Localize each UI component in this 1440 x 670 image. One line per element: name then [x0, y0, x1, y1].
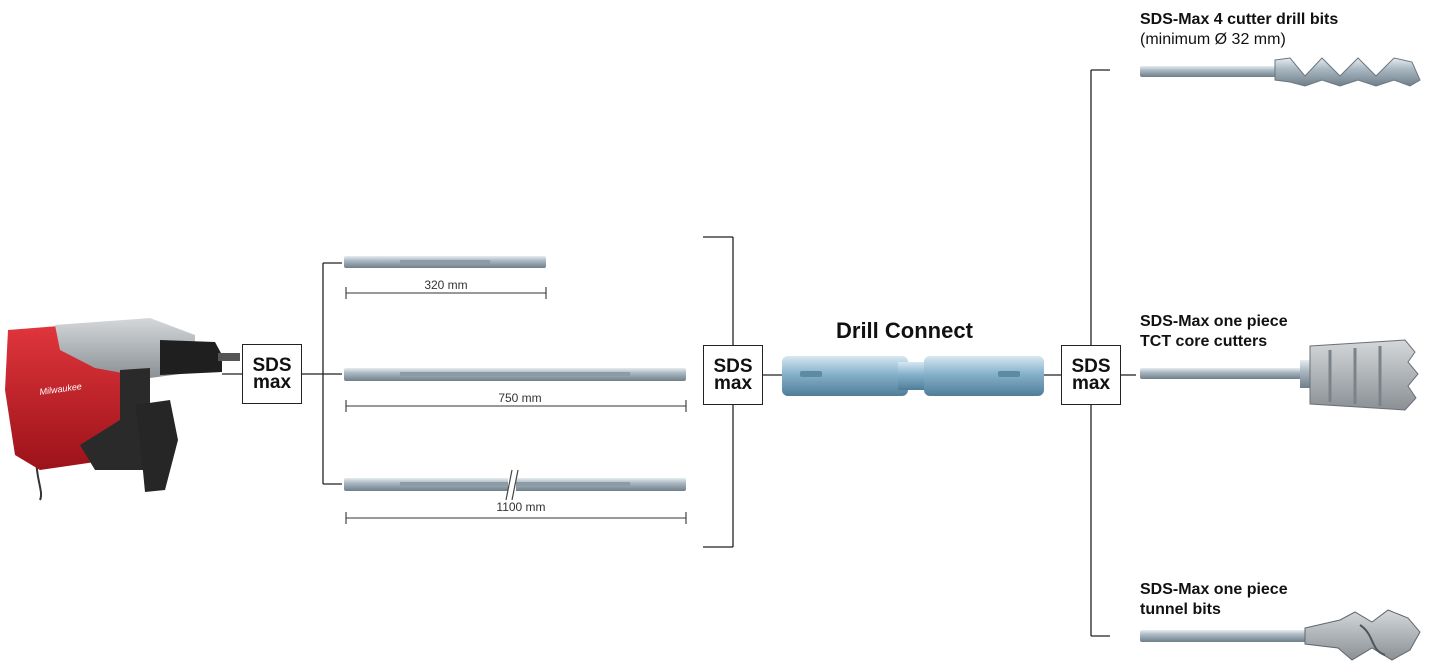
sds-label: SDS	[713, 356, 753, 377]
max-label: max	[252, 372, 292, 393]
tunnel-bit-icon	[1140, 609, 1421, 661]
four-cutter-title: SDS-Max 4 cutter drill bits	[1140, 11, 1339, 28]
sds-max-connector-box-drill: SDS max	[242, 344, 302, 404]
sds-max-connector-box-bits: SDS max	[1061, 345, 1121, 405]
tct-core-cutter-icon	[1140, 339, 1419, 411]
extension-rod-1100	[344, 469, 686, 501]
extension-rod-750	[344, 368, 686, 381]
sds-label: SDS	[1071, 356, 1111, 377]
extension-rod-320	[344, 256, 546, 268]
rotary-hammer-drill-icon: Milwaukee	[5, 318, 240, 501]
max-label: max	[1071, 373, 1111, 394]
core-cutter-label: SDS-Max one piece TCT core cutters	[1140, 312, 1288, 352]
four-cutter-subtitle: (minimum Ø 32 mm)	[1140, 31, 1286, 48]
four-cutter-label: SDS-Max 4 cutter drill bits (minimum Ø 3…	[1140, 10, 1338, 50]
dimension-lines	[345, 287, 687, 524]
max-label: max	[713, 373, 753, 394]
sds-max-connector-box-extension: SDS max	[703, 345, 763, 405]
tunnel-bit-label: SDS-Max one piece tunnel bits	[1140, 580, 1288, 620]
four-cutter-drill-bit-icon	[1140, 57, 1421, 87]
core-cutter-title-line1: SDS-Max one piece	[1140, 313, 1288, 330]
length-label-750: 750 mm	[486, 391, 554, 405]
tunnel-bit-title-line1: SDS-Max one piece	[1140, 581, 1288, 598]
drill-connect-title: Drill Connect	[836, 318, 973, 343]
length-label-1100: 1100 mm	[482, 500, 560, 514]
core-cutter-title-line2: TCT core cutters	[1140, 333, 1268, 350]
tunnel-bit-title-line2: tunnel bits	[1140, 601, 1221, 618]
drill-connect-adapter-icon	[782, 356, 1044, 396]
connector-lines	[222, 69, 1136, 637]
length-label-320: 320 mm	[412, 278, 480, 292]
sds-label: SDS	[252, 355, 292, 376]
